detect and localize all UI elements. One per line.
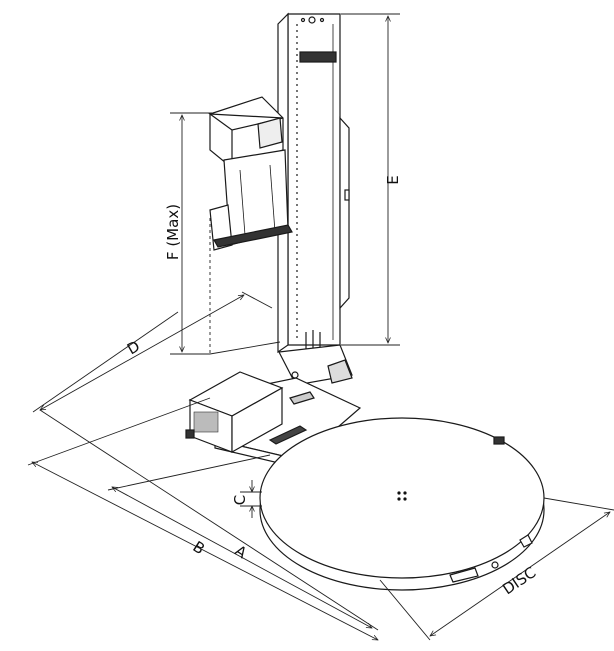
base-slot — [268, 425, 308, 445]
dim-a-label: A — [232, 541, 251, 562]
carriage — [208, 96, 293, 251]
control-box-side — [231, 386, 283, 454]
mast-logo-plate — [299, 51, 337, 63]
dim-disc-label: DISC — [499, 563, 539, 598]
dim-disc-line — [430, 512, 610, 636]
turntable — [259, 417, 545, 591]
dim-c-label: C — [231, 495, 249, 505]
dim-d-line — [40, 295, 244, 410]
dim-b-label: B — [190, 537, 208, 558]
mast-base — [278, 344, 353, 417]
mast-top-fitting — [308, 16, 316, 24]
dim-f-label: F (Max) — [164, 204, 182, 260]
dim-e-label: E — [384, 175, 402, 184]
carriage-motor-box — [257, 117, 283, 149]
mast — [277, 12, 350, 354]
mast-rear-brace — [339, 116, 350, 310]
dimension-lines — [27, 13, 614, 640]
mast-front-face — [287, 13, 341, 346]
dim-d-label: D — [124, 337, 143, 358]
turntable-center-bolts — [397, 491, 407, 501]
control-box-vent — [193, 411, 219, 433]
dim-a-line — [112, 487, 372, 628]
